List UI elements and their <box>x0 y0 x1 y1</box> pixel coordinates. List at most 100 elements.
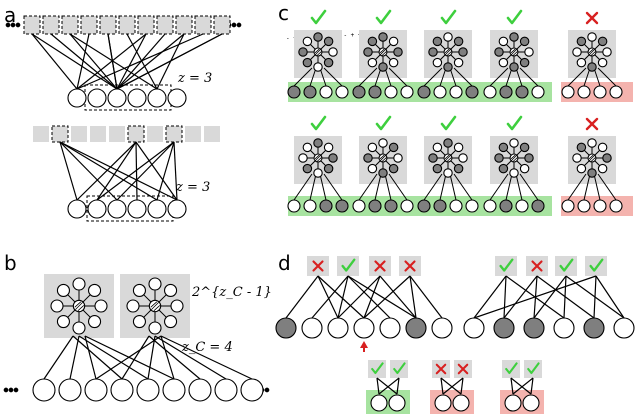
star-satellite-node <box>313 168 323 178</box>
panel-d-marker-box <box>585 256 607 276</box>
star-satellite-node <box>328 153 338 163</box>
panel-a-input-box <box>42 15 60 35</box>
star-satellite-node <box>367 57 378 68</box>
panel-d-small-edge <box>510 377 532 395</box>
panel-c-edge <box>309 173 317 201</box>
star-satellite-node <box>509 168 519 178</box>
star-satellite-node <box>602 47 612 57</box>
panel-c-readout-node <box>483 199 497 213</box>
panel-d-right-node <box>463 317 485 339</box>
star-satellite-node <box>302 142 313 153</box>
panel-c-edge <box>593 173 601 201</box>
star-satellite-node <box>88 315 102 329</box>
panel-a2-edge <box>173 141 178 201</box>
panel-c-edge <box>423 173 443 201</box>
panel-a2-edge <box>59 141 78 201</box>
check-icon <box>499 258 514 272</box>
check-icon <box>310 115 327 131</box>
panel-a2-edge <box>96 141 175 201</box>
panel-c-readout-node <box>384 85 398 99</box>
panel-c-readout-node <box>515 85 529 99</box>
star-satellite-node <box>88 283 102 297</box>
panel-a2-input-cell <box>71 126 87 142</box>
star-satellite-node <box>443 168 453 178</box>
panel-d-edge <box>595 275 625 319</box>
panel-a-output-node <box>87 88 107 108</box>
panel-d-small-edge <box>440 377 444 395</box>
panel-c-edge <box>597 67 617 87</box>
star-satellite-node <box>498 57 509 68</box>
star-satellite-node <box>328 47 338 57</box>
panel-c-readout-node <box>593 85 607 99</box>
panel-c-readout-node <box>499 85 513 99</box>
panel-b-hatch <box>150 301 161 312</box>
panel-c-edge <box>319 67 327 87</box>
panel-d-edge <box>473 275 507 319</box>
star-satellite-node <box>453 142 464 153</box>
panel-c-edge <box>453 67 473 87</box>
panel-b-edge <box>160 335 253 380</box>
panel-b-output-node <box>240 378 264 402</box>
panel-b-output-node <box>110 378 134 402</box>
panel-d-edge <box>379 275 417 319</box>
panel-c-readout-node <box>384 199 398 213</box>
panel-c-hatch <box>588 154 596 162</box>
panel-c-edge <box>384 67 392 87</box>
panel-a2-input-cell <box>166 126 182 142</box>
star-satellite-node <box>298 47 308 57</box>
check-icon <box>440 9 457 25</box>
panel-c-edge <box>449 67 457 87</box>
panel-a2-input-cell <box>90 126 106 142</box>
panel-a-edge <box>76 33 90 90</box>
star-satellite-node <box>164 283 178 297</box>
panel-b-edge <box>78 335 149 380</box>
check-icon <box>393 362 406 375</box>
panel-c-readout-node <box>319 199 333 213</box>
panel-c-edge <box>519 173 539 201</box>
panel-c-edge <box>593 67 601 87</box>
panel-a-ellipsis-right <box>236 22 242 28</box>
panel-b-output-node <box>84 378 108 402</box>
panel-c-readout-node <box>417 85 431 99</box>
panel-d-small-edge <box>376 377 398 395</box>
panel-d-edge <box>503 275 507 319</box>
panel-b-ellipsis-left <box>3 387 9 393</box>
star-satellite-node <box>388 57 399 68</box>
star-satellite-node <box>587 32 597 42</box>
panel-d-right-node <box>493 317 515 339</box>
panel-a-input-box <box>156 15 174 35</box>
panel-c-readout-node <box>335 85 349 99</box>
panel-d-small-node <box>388 394 406 412</box>
panel-b-output-node <box>136 378 160 402</box>
panel-a-input-box <box>61 15 79 35</box>
panel-b-ellipsis-right <box>264 387 270 393</box>
star-satellite-node <box>378 138 388 148</box>
panel-c-readout-node <box>577 85 591 99</box>
cross-icon <box>435 363 447 375</box>
panel-b-output-node <box>32 378 56 402</box>
panel-d-edge <box>409 275 417 319</box>
panel-a-ellipsis-left <box>10 22 16 28</box>
panel-c-edge <box>439 67 447 87</box>
star-satellite-node <box>509 62 519 72</box>
panel-c-readout-node <box>499 199 513 213</box>
arrow-icon <box>360 341 368 348</box>
panel-c-readout-node <box>352 85 366 99</box>
star-satellite-node <box>367 36 378 47</box>
panel-c-edge <box>374 67 382 87</box>
check-icon <box>589 258 604 272</box>
panel-d-right-node <box>553 317 575 339</box>
panel-a-edge <box>50 33 118 90</box>
star-satellite-node <box>576 142 587 153</box>
panel-a2-edge <box>76 141 137 201</box>
panel-a-input-box <box>213 15 231 35</box>
panel-a2-output-node <box>107 199 127 219</box>
panel-d-edge <box>347 275 391 319</box>
panel-b-edge <box>148 335 201 380</box>
check-icon <box>506 115 523 131</box>
panel-c-readout-node <box>577 199 591 213</box>
panel-c-readout-node <box>400 85 414 99</box>
panel-c-edge <box>388 67 408 87</box>
panel-c-edge <box>505 67 513 87</box>
